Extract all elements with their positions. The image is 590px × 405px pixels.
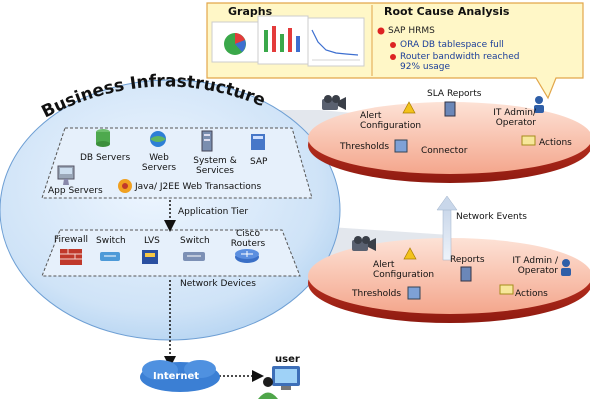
- java-j2ee-icon: [118, 179, 132, 193]
- graphs-title: Graphs: [228, 5, 273, 18]
- rca-bullet-icon: [390, 54, 396, 60]
- rca-title: Root Cause Analysis: [384, 5, 510, 18]
- internet-cloud-icon: [140, 360, 220, 392]
- network-events-label: Network Events: [456, 212, 527, 222]
- alert-config-label-2: Alert Configuration: [373, 260, 435, 280]
- cisco-routers-label: Cisco Routers: [230, 229, 266, 249]
- rca-bullet-icon: [377, 27, 385, 35]
- actions-icon: [521, 135, 536, 146]
- camera-icon: [322, 95, 346, 110]
- switch-icon-2: [183, 252, 205, 261]
- rca-item-router: Router bandwidth reached 92% usage: [400, 52, 520, 72]
- alert-config-label: Alert Configuration: [360, 111, 422, 131]
- db-servers-icon: [96, 129, 110, 147]
- web-servers-icon: [150, 131, 166, 147]
- graph-thumbnails: [211, 15, 365, 67]
- switch-label: Switch: [96, 236, 126, 246]
- network-tier-panel: [41, 229, 301, 277]
- web-servers-label: Web Servers: [141, 153, 177, 173]
- user-label: user: [275, 354, 300, 365]
- actions-label-2: Actions: [515, 289, 548, 299]
- camera-icon-2: [352, 236, 376, 251]
- system-services-icon: [201, 130, 213, 152]
- user-workstation-icon: [258, 366, 300, 399]
- system-services-label: System & Services: [193, 156, 237, 176]
- actions-label: Actions: [539, 138, 572, 148]
- it-admin-icon-2: [561, 259, 571, 276]
- app-servers-icon: [57, 165, 75, 185]
- app-servers-label: App Servers: [48, 186, 103, 196]
- app-tier-panel: [41, 127, 313, 199]
- firewall-label: Firewall: [54, 235, 88, 245]
- reports-icon: [460, 266, 472, 282]
- internet-label: Internet: [153, 371, 200, 382]
- thresholds-label-2: Thresholds: [352, 289, 402, 299]
- firewall-icon: [60, 249, 82, 265]
- actions-icon-2: [499, 284, 514, 295]
- lvs-label: LVS: [144, 236, 160, 246]
- network-devices-label: Network Devices: [180, 279, 256, 289]
- it-admin-label-2: IT Admin / Operator: [512, 256, 558, 276]
- thresholds-icon: [394, 139, 408, 153]
- sap-label: SAP: [250, 157, 268, 167]
- switch-icon: [100, 252, 120, 261]
- application-tier-label: Application Tier: [178, 207, 249, 217]
- alert-warning-icon: [402, 101, 416, 114]
- java-j2ee-label: Java/ J2EE Web Transactions: [135, 182, 262, 192]
- thresholds-icon-2: [407, 286, 421, 300]
- cisco-routers-icon: [235, 249, 259, 263]
- it-admin-label: IT Admin/ Operator: [493, 108, 536, 128]
- sla-reports-icon: [444, 101, 456, 117]
- reports-label: Reports: [450, 255, 485, 265]
- db-servers-label: DB Servers: [80, 153, 131, 163]
- rca-bullet-icon: [390, 42, 396, 48]
- lvs-icon: [142, 250, 158, 264]
- network-events-connector: [436, 195, 458, 261]
- alert-warning-icon-2: [403, 247, 417, 260]
- thresholds-label: Thresholds: [340, 142, 390, 152]
- rca-item-sap: SAP HRMS: [388, 26, 435, 36]
- switch-label-2: Switch: [180, 236, 210, 246]
- it-admin-icon: [534, 96, 544, 113]
- connector-label: Connector: [421, 146, 468, 156]
- sap-icon: [251, 134, 265, 150]
- sla-reports-label: SLA Reports: [427, 89, 482, 99]
- monitoring-disc-top: [308, 102, 590, 183]
- monitoring-disc-bottom: [308, 238, 590, 323]
- rca-item-ora: ORA DB tablespace full: [400, 40, 504, 50]
